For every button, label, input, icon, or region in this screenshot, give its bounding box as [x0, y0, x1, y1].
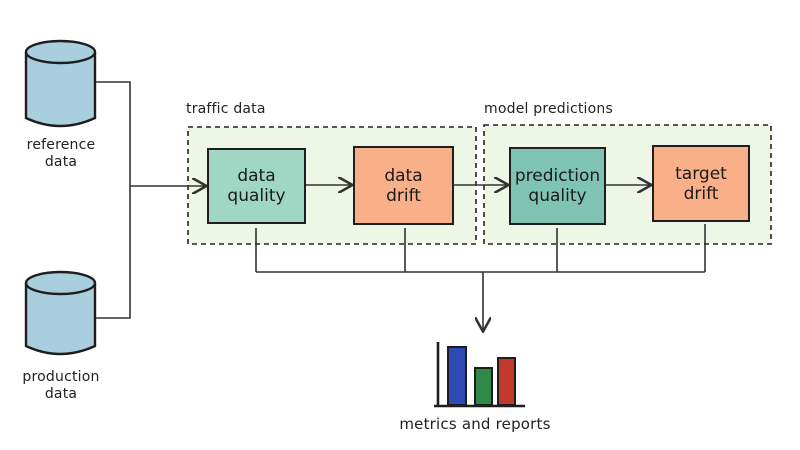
metrics-and-reports-label: metrics and reports [399, 415, 551, 433]
target-drift-line2: drift [683, 183, 719, 204]
prediction-quality-box: prediction quality [509, 147, 606, 225]
bar-chart-icon [434, 342, 525, 408]
prediction-quality-line1: prediction [514, 166, 601, 186]
target-drift-box: target drift [652, 145, 750, 222]
prediction-quality-line2: quality [528, 186, 587, 206]
data-drift-line1: data [384, 165, 423, 186]
traffic-data-group-label: traffic data [186, 101, 266, 117]
data-drift-line2: drift [386, 185, 421, 206]
reference-data-label-line1: reference [26, 137, 96, 153]
data-drift-box: data drift [353, 146, 454, 225]
target-drift-line1: target [675, 163, 727, 184]
data-quality-box: data quality [207, 148, 306, 224]
production-data-label-line1: production [22, 369, 100, 385]
reference-data-label-line2: data [44, 154, 78, 170]
data-quality-line1: data [237, 166, 276, 186]
data-quality-line2: quality [227, 186, 286, 206]
chart-bar-red [497, 357, 516, 406]
output-connectors [255, 224, 706, 330]
reference-database-icon [24, 39, 97, 128]
model-predictions-group-label: model predictions [484, 101, 613, 117]
chart-bar-green [474, 367, 493, 406]
production-database-icon [24, 270, 97, 356]
chart-bar-blue [447, 346, 467, 406]
production-data-label-line2: data [44, 386, 78, 402]
production-data-label: production data [10, 369, 112, 403]
reference-data-label: reference data [14, 137, 108, 171]
input-connectors [96, 81, 205, 319]
